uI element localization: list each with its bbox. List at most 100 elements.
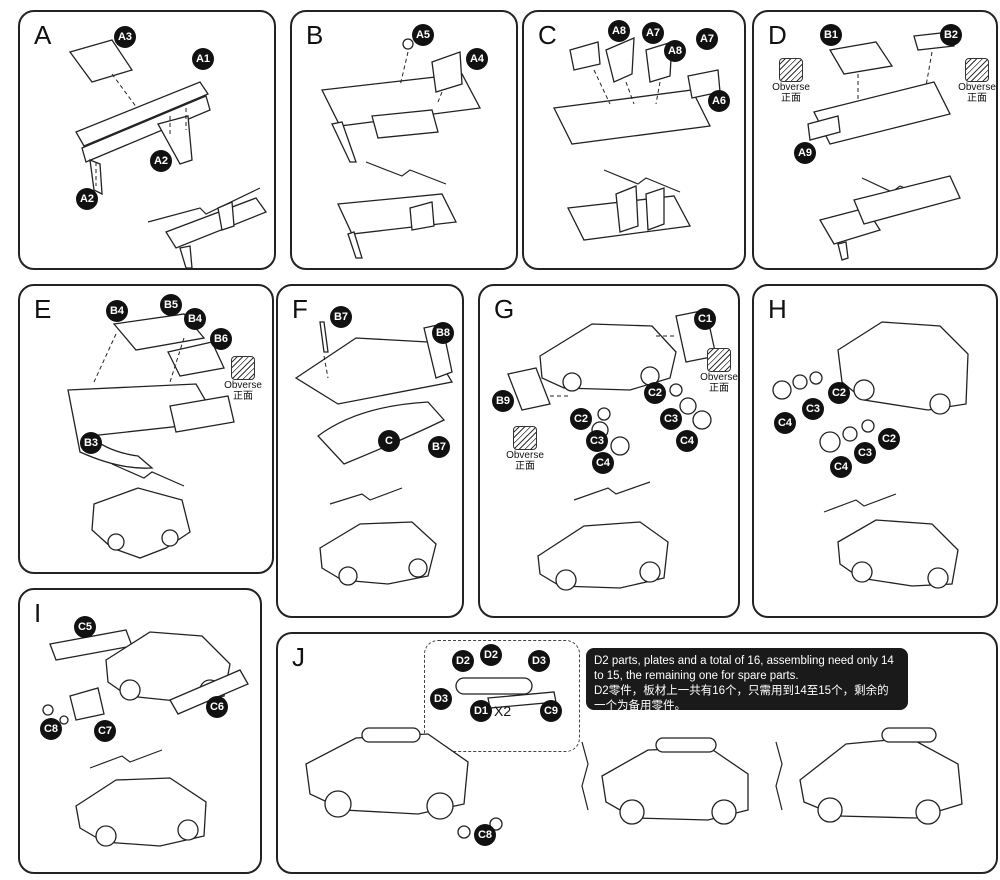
part-badge: A7 [696, 28, 718, 50]
part-callout: D2 [480, 644, 502, 666]
part-badge: C6 [206, 696, 228, 718]
part-callout: C4 [676, 430, 698, 452]
assembly-illustration [321, 38, 482, 259]
part-badge: B7 [428, 436, 450, 458]
part-callout: C [378, 430, 400, 452]
obverse-legend: Obverse 正面 [764, 58, 818, 104]
part-badge: B8 [432, 322, 454, 344]
part-callout: B7 [330, 306, 352, 328]
part-callout: B8 [432, 322, 454, 344]
obverse-label: Obverse [506, 450, 544, 461]
part-badge: C2 [878, 428, 900, 450]
part-callout: A7 [696, 28, 718, 50]
part-callout: C7 [94, 720, 116, 742]
part-callout: C4 [592, 452, 614, 474]
part-callout: B1 [820, 24, 842, 46]
part-badge: C1 [694, 308, 716, 330]
part-badge: A6 [708, 90, 730, 112]
assembly-illustration [67, 313, 235, 559]
part-callout: D1 X2 [470, 700, 511, 722]
note-chinese: D2零件，板材上一共有16个，只需用到14至15个，剩余的一个为备用零件。 [594, 685, 889, 712]
part-callout: A3 [114, 26, 136, 48]
step-letter: F [292, 294, 308, 324]
step-panel-c: C A8 A7 A8 A7 A6 [522, 10, 746, 270]
step-panel-d: D B1 B2 A9 Obverse 正面 Obverse 正面 [752, 10, 998, 270]
part-callout: C3 [586, 430, 608, 452]
part-callout: A8 [664, 40, 686, 62]
part-callout: C3 [854, 442, 876, 464]
part-badge: C2 [570, 408, 592, 430]
part-callout: D2 [452, 650, 474, 672]
part-callout: D3 [430, 688, 452, 710]
part-callout: C8 [40, 718, 62, 740]
part-callout: C2 [644, 382, 666, 404]
part-callout: C1 [694, 308, 716, 330]
part-badge: C5 [74, 616, 96, 638]
step-panel-g: G C1 B9 C2 C3 C2 C3 C4 C4 Obverse 正面 Obv… [478, 284, 740, 618]
part-badge: A3 [114, 26, 136, 48]
part-badge: A8 [608, 20, 630, 42]
part-callout: C2 [878, 428, 900, 450]
step-panel-e: E B4 B5 B4 B6 B3 Obverse 正面 [18, 284, 274, 574]
obverse-swatch [965, 58, 989, 82]
obverse-label-cn: 正面 [233, 391, 253, 402]
part-callout: B7 [428, 436, 450, 458]
part-callout: A1 [192, 48, 214, 70]
assembly-illustration [772, 321, 969, 589]
part-badge: C2 [644, 382, 666, 404]
part-callout: B4 [106, 300, 128, 322]
step-letter: C [538, 20, 557, 50]
part-badge: B3 [80, 432, 102, 454]
part-badge: C3 [586, 430, 608, 452]
step-letter: B [306, 20, 324, 50]
part-callout: C4 [774, 412, 796, 434]
part-badge: A2 [76, 188, 98, 210]
part-callout: B6 [210, 328, 232, 350]
step-panel-a: A A3 A1 A2 A2 [18, 10, 276, 270]
part-callout: C4 [830, 456, 852, 478]
part-callout: B9 [492, 390, 514, 412]
step-panel-b: B A5 A4 [290, 10, 518, 270]
obverse-label-cn: 正面 [781, 93, 801, 104]
part-badge: C3 [854, 442, 876, 464]
step-letter: E [34, 294, 52, 324]
quantity-label: X2 [494, 703, 512, 719]
obverse-label: Obverse [224, 380, 262, 391]
part-badge: C7 [94, 720, 116, 742]
step-letter: G [494, 294, 515, 324]
part-badge: B2 [940, 24, 962, 46]
part-badge: D3 [528, 650, 550, 672]
part-badge: C9 [540, 700, 562, 722]
step-letter: D [768, 20, 787, 50]
part-badge: C [378, 430, 400, 452]
part-badge: D1 [470, 700, 492, 722]
part-badge: B7 [330, 306, 352, 328]
obverse-legend: Obverse 正面 [692, 348, 738, 394]
step-letter: J [292, 642, 305, 672]
part-badge: C3 [802, 398, 824, 420]
part-callout: C8 [474, 824, 496, 846]
part-badge: A2 [150, 150, 172, 172]
obverse-swatch [779, 58, 803, 82]
part-callout: A7 [642, 22, 664, 44]
assembly-illustration [68, 39, 268, 268]
part-badge: D3 [430, 688, 452, 710]
assembly-illustration [553, 36, 721, 241]
part-badge: C4 [676, 430, 698, 452]
step-letter: I [34, 598, 42, 628]
obverse-label-cn: 正面 [515, 461, 535, 472]
parts-detail-box [424, 640, 580, 752]
spare-parts-note: D2 parts, plates and a total of 16, asse… [586, 648, 908, 712]
obverse-swatch [513, 426, 537, 450]
step-panel-h: H C2 C4 C3 C4 C3 C2 [752, 284, 998, 618]
part-badge: A8 [664, 40, 686, 62]
part-callout: A6 [708, 90, 730, 112]
assembly-illustration [807, 31, 961, 261]
part-callout: C3 [802, 398, 824, 420]
assembly-illustration [305, 677, 963, 839]
part-callout: B5 [160, 294, 182, 316]
part-callout: B2 [940, 24, 962, 46]
step-letter: H [768, 294, 787, 324]
part-callout: A9 [794, 142, 816, 164]
obverse-label-cn: 正面 [709, 383, 729, 394]
